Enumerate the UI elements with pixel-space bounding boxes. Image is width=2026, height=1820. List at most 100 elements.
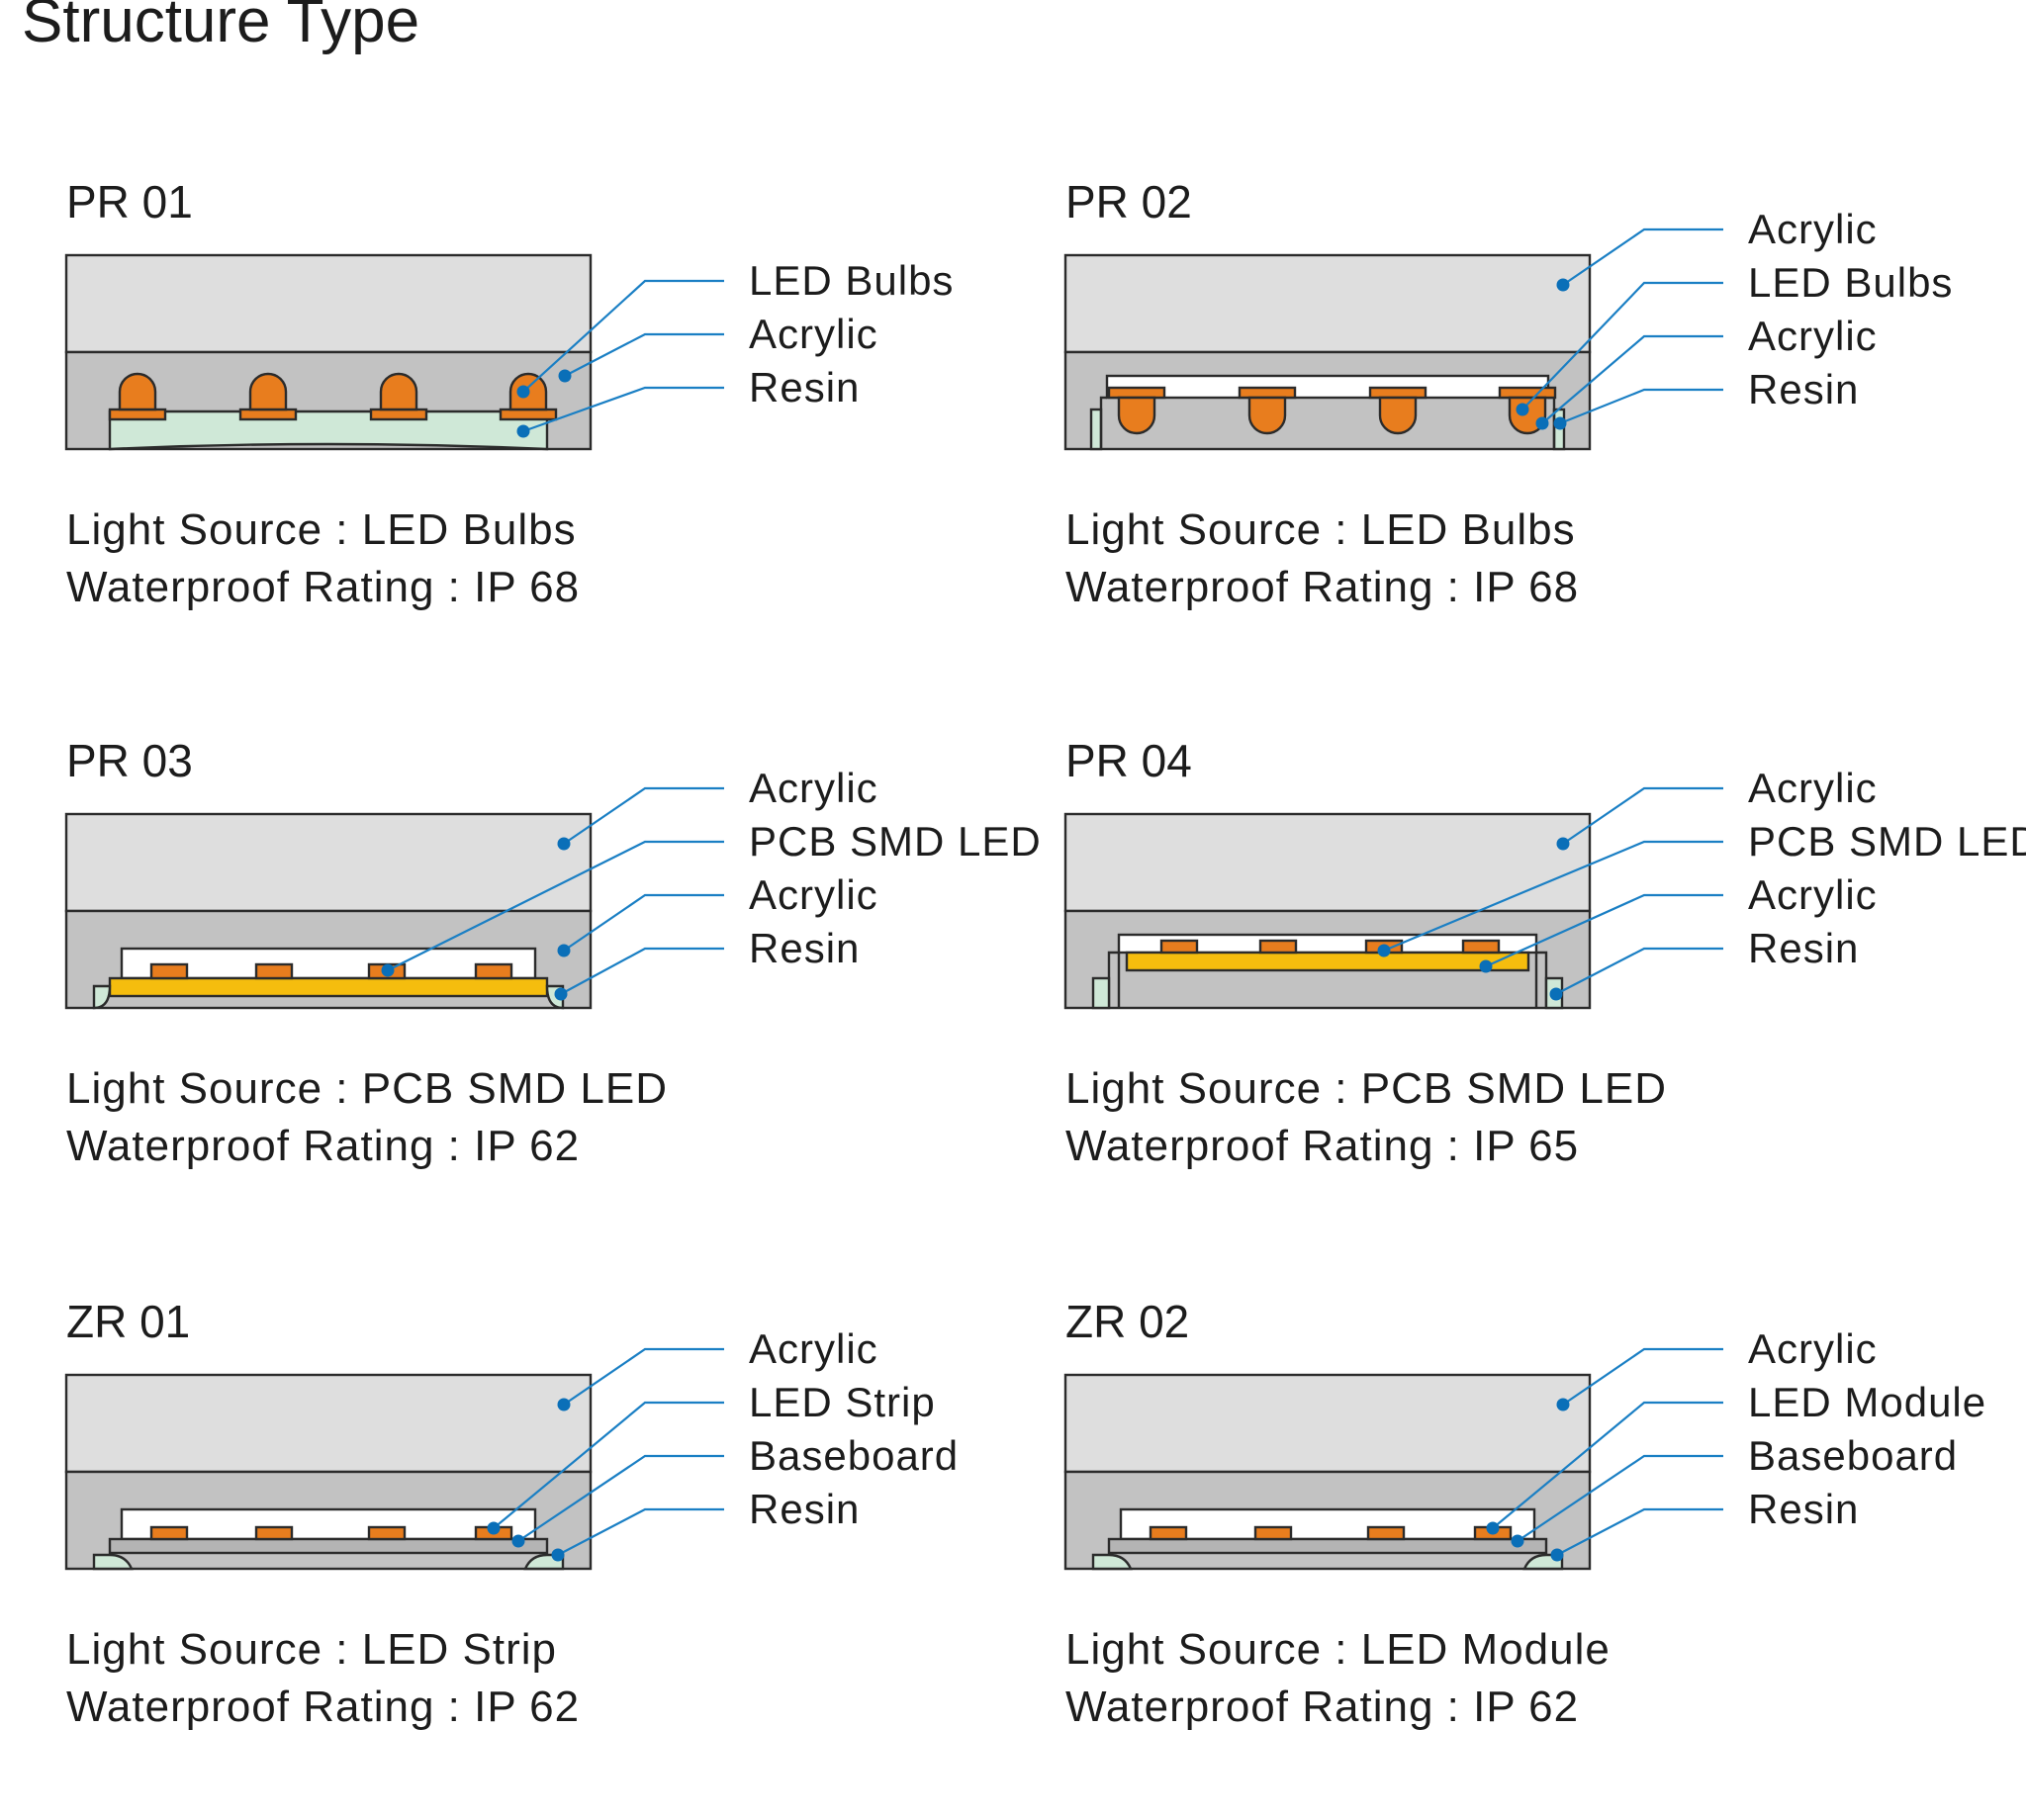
leader-line: [563, 893, 724, 952]
panel-code: PR 01: [66, 176, 193, 228]
callout-label: LED Bulbs: [749, 257, 954, 304]
smd-led-1: [1159, 939, 1199, 955]
acrylic-top-slab: [1063, 1373, 1592, 1474]
led-bulb-3-flange: [369, 408, 428, 421]
acrylic-board: [1119, 1507, 1536, 1541]
led-bulb-2: [1247, 396, 1287, 435]
leader-line: [564, 332, 724, 377]
led-bulb-3: [379, 372, 418, 411]
smd-led-2: [254, 962, 294, 980]
callout-resin: Resin: [516, 364, 859, 438]
callout-label: Baseboard: [1748, 1432, 1958, 1479]
led-bulb-3-flange: [1368, 386, 1427, 400]
callout-led-bulbs: LED Bulbs: [1516, 259, 1952, 416]
leader-line: [563, 1347, 724, 1406]
led-bulb-1-flange: [1107, 386, 1166, 400]
callout-acrylic: Acrylic: [1479, 871, 1878, 973]
led-bulb-2-flange: [1238, 386, 1297, 400]
callout-pcb-smd-led: PCB SMD LED: [1377, 818, 2026, 957]
leader-line: [563, 786, 724, 845]
callout-label: Acrylic: [749, 311, 878, 357]
baseboard: [1107, 1537, 1548, 1555]
smd-led-4: [474, 962, 513, 980]
callout-label: Acrylic: [1748, 206, 1878, 252]
led-2: [1253, 1525, 1293, 1541]
callout-dot: [1556, 278, 1570, 292]
callout-label: LED Module: [1748, 1379, 1986, 1425]
callout-acrylic: Acrylic: [1556, 765, 1877, 851]
led-bulb-4-flange: [499, 408, 558, 421]
panel-code: PR 03: [66, 735, 193, 786]
led-bulb-4-flange: [1498, 386, 1557, 400]
leader-line: [387, 840, 724, 971]
leader-line: [1521, 281, 1723, 410]
led-bulb-2: [248, 372, 288, 411]
acrylic-top-slab: [1063, 812, 1592, 913]
callout-dot: [554, 987, 568, 1001]
pcb-board: [1125, 951, 1530, 972]
leader-line: [1559, 388, 1723, 425]
smd-led-4: [1461, 939, 1501, 955]
led-bulb-2-flange: [238, 408, 298, 421]
acrylic-top-slab: [1063, 253, 1592, 354]
waterproof-rating-text: Waterproof Rating : IP 62: [1065, 1683, 1579, 1731]
callout-led-strip: LED Strip: [487, 1379, 936, 1535]
leader-line: [1562, 228, 1723, 286]
callout-label: Acrylic: [1748, 313, 1878, 359]
leader-line: [1383, 840, 1723, 953]
led-bulb-3: [1378, 396, 1418, 435]
callout-dot: [1556, 837, 1570, 851]
light-source-text: Light Source : PCB SMD LED: [66, 1064, 668, 1113]
callout-dot: [557, 837, 571, 851]
callout-resin: Resin: [551, 1486, 860, 1562]
waterproof-rating-text: Waterproof Rating : IP 68: [66, 563, 580, 611]
led-bulb-1-flange: [108, 408, 167, 421]
cross-section: [1063, 812, 1592, 1010]
acrylic-board: [120, 947, 537, 980]
callout-label: Acrylic: [1748, 871, 1878, 918]
callout-dot: [516, 424, 530, 438]
callout-label: LED Strip: [749, 1379, 936, 1425]
callout-pcb-smd-led: PCB SMD LED: [381, 818, 1041, 977]
acrylic-top-slab: [64, 1373, 593, 1474]
callout-dot: [558, 369, 572, 383]
callout-dot: [1535, 416, 1549, 430]
callout-label: Resin: [749, 1486, 860, 1532]
callout-acrylic: Acrylic: [1556, 206, 1878, 292]
baseboard: [108, 1537, 549, 1555]
callout-label: Resin: [1748, 366, 1859, 412]
leader-line: [1556, 1507, 1723, 1556]
acrylic-top-slab: [64, 812, 593, 913]
callout-label: Resin: [1748, 1486, 1859, 1532]
leader-line: [1485, 893, 1723, 968]
callout-resin: Resin: [1549, 925, 1858, 1001]
callout-acrylic: Acrylic: [557, 765, 877, 851]
callout-resin: Resin: [1553, 366, 1859, 430]
resin-left: [92, 1553, 134, 1571]
resin-fill: [108, 410, 549, 451]
callout-dot: [487, 1521, 501, 1535]
callout-dot: [1550, 1548, 1564, 1562]
light-source-text: Light Source : LED Strip: [66, 1625, 557, 1674]
light-source-text: Light Source : LED Bulbs: [1065, 505, 1576, 554]
panel-code: ZR 02: [1065, 1296, 1189, 1347]
resin-left: [1091, 976, 1111, 1010]
callout-acrylic: Acrylic: [557, 1325, 877, 1411]
leader-line: [560, 947, 724, 995]
panel-code: ZR 01: [66, 1296, 190, 1347]
waterproof-rating-text: Waterproof Rating : IP 65: [1065, 1122, 1579, 1170]
smd-led-1: [149, 962, 189, 980]
callout-led-bulbs: LED Bulbs: [516, 257, 954, 399]
waterproof-rating-text: Waterproof Rating : IP 62: [66, 1683, 580, 1731]
resin-left: [92, 984, 112, 1010]
cross-section: [1063, 253, 1592, 451]
led-3: [367, 1525, 407, 1541]
led-1: [149, 1525, 189, 1541]
led-3: [1366, 1525, 1406, 1541]
waterproof-rating-text: Waterproof Rating : IP 62: [66, 1122, 580, 1170]
